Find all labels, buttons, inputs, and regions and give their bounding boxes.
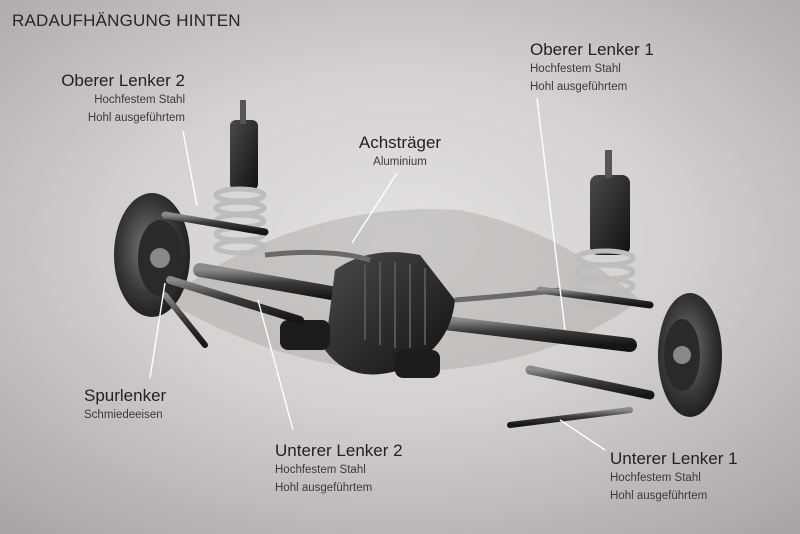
label-spurlenker: Spurlenker Schmiedeeisen — [84, 386, 204, 424]
leader-lines — [149, 97, 606, 451]
label-name: Unterer Lenker 1 — [610, 449, 738, 468]
label-name: Oberer Lenker 1 — [530, 40, 654, 59]
label-oberer-lenker-2: Oberer Lenker 2 Hochfestem Stahl Hohl au… — [48, 71, 185, 127]
label-material: Hochfestem Stahl — [275, 464, 366, 476]
label-material: Hochfestem Stahl — [610, 472, 701, 484]
label-name: Achsträger — [358, 133, 442, 152]
label-material: Schmiedeeisen — [84, 409, 163, 421]
label-material: Aluminium — [373, 156, 427, 168]
upper-link-1 — [536, 286, 654, 309]
subframe-beam — [264, 249, 371, 263]
label-material: Hochfestem Stahl — [94, 94, 185, 106]
label-achstraeger: Achsträger Aluminium — [345, 133, 455, 171]
label-name: Spurlenker — [84, 386, 167, 405]
label-unterer-lenker-2: Unterer Lenker 2 Hochfestem Stahl Hohl a… — [275, 441, 435, 497]
page-title: RADAUFHÄNGUNG HINTEN — [12, 11, 241, 30]
differential — [280, 252, 455, 378]
right-drive-shaft — [413, 313, 637, 352]
label-construction: Hohl ausgeführtem — [87, 112, 185, 124]
label-construction: Hohl ausgeführtem — [275, 482, 373, 494]
label-material: Hochfestem Stahl — [530, 63, 621, 75]
left-brake-hub — [114, 193, 190, 317]
label-name: Unterer Lenker 2 — [275, 441, 403, 460]
upper-link-2 — [161, 211, 269, 236]
label-oberer-lenker-1: Oberer Lenker 1 Hochfestem Stahl Hohl au… — [530, 40, 690, 96]
label-construction: Hohl ausgeführtem — [610, 490, 708, 502]
label-unterer-lenker-1: Unterer Lenker 1 Hochfestem Stahl Hohl a… — [610, 449, 770, 505]
label-name: Oberer Lenker 2 — [61, 71, 185, 90]
lower-link-2 — [166, 276, 304, 324]
label-construction: Hohl ausgeführtem — [530, 81, 628, 93]
lower-link-1 — [525, 365, 655, 400]
right-brake-hub — [658, 293, 722, 417]
toe-link — [162, 292, 208, 348]
